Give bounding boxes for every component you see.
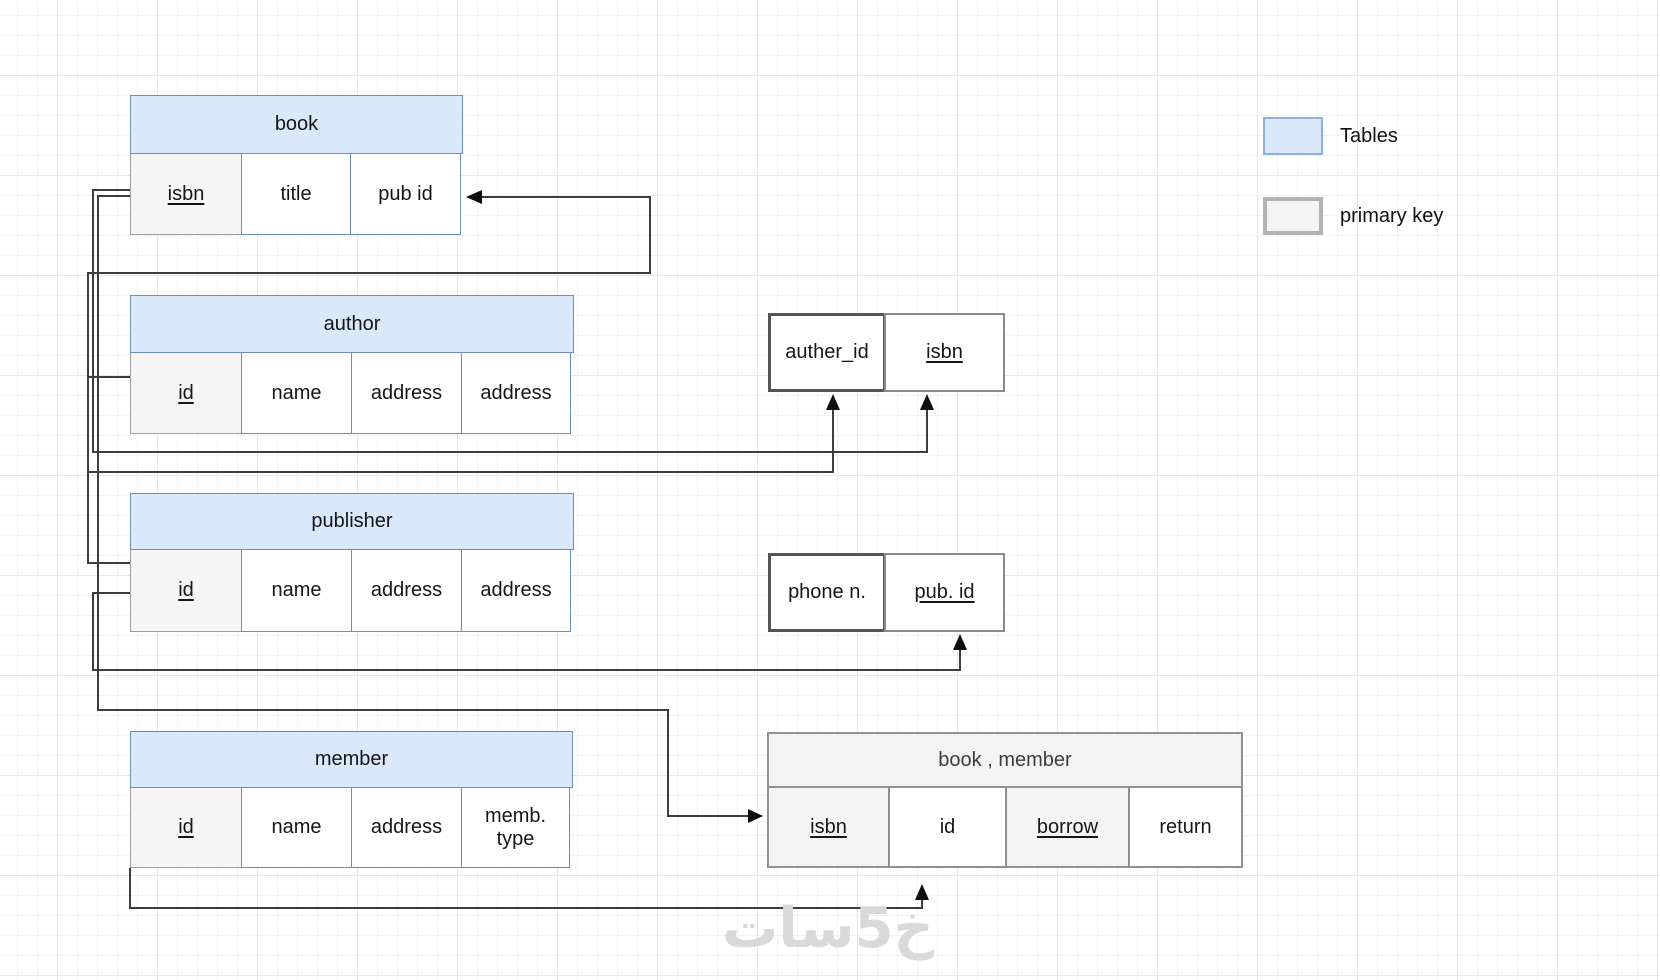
junction-field-phone-n[interactable]: phone n. (768, 553, 886, 632)
connector-author-id-to-junction-autherid-arrowhead (826, 394, 840, 410)
bookmember-field-return[interactable]: return (1130, 788, 1241, 866)
member-field-address[interactable]: address (351, 788, 462, 868)
member-field-name[interactable]: name (241, 788, 352, 868)
legend-primary-key-label: primary key (1340, 205, 1444, 227)
table-member-header[interactable]: member (130, 731, 573, 788)
table-book-header[interactable]: book (130, 95, 463, 154)
connector-member-id-to-bookmember-id[interactable] (129, 868, 923, 909)
junction-field-pub-id[interactable]: pub. id (884, 553, 1005, 632)
connector-publisher-id-to-junction-pubid[interactable] (92, 592, 961, 671)
author-field-address2[interactable]: address (461, 353, 571, 434)
khamsat-watermark: خ5سات (722, 896, 934, 961)
table-publisher-phone-junction[interactable]: phone n. pub. id (768, 553, 1005, 632)
table-author[interactable]: author id name address address (130, 295, 574, 434)
connector-book-isbn-to-bookmember-isbn-arrowhead (748, 809, 763, 823)
connector-publisher-to-book-pubid[interactable] (87, 196, 651, 564)
book-field-pubid[interactable]: pub id (350, 154, 461, 235)
bookmember-field-id[interactable]: id (890, 788, 1007, 866)
connector-member-id-to-bookmember-id-arrowhead (915, 884, 929, 900)
table-author-book-junction[interactable]: auther_id isbn (768, 313, 1005, 392)
member-field-id[interactable]: id (130, 788, 242, 868)
publisher-field-address1[interactable]: address (351, 550, 462, 632)
junction-field-auther-id[interactable]: auther_id (768, 313, 886, 392)
connector-book-isbn-to-junction-isbn-arrowhead (920, 394, 934, 410)
table-publisher-title: publisher (311, 510, 393, 532)
book-field-title[interactable]: title (241, 154, 351, 235)
publisher-field-name[interactable]: name (241, 550, 352, 632)
connector-book-isbn-to-bookmember-isbn[interactable] (97, 195, 748, 817)
table-book-title: book (274, 113, 319, 135)
connector-book-isbn-to-junction-isbn[interactable] (92, 189, 928, 453)
table-member-title: member (314, 748, 389, 770)
table-book[interactable]: book isbn title pub id (130, 95, 463, 235)
table-publisher-header[interactable]: publisher (130, 493, 574, 550)
legend-tables-label: Tables (1340, 125, 1398, 147)
table-book-member-title: book , member (938, 748, 1072, 771)
connector-publisher-to-book-pubid-arrowhead (466, 190, 482, 204)
table-member[interactable]: member id name address memb. type (130, 731, 573, 868)
publisher-field-id[interactable]: id (130, 550, 242, 632)
legend-primary-key-swatch[interactable] (1263, 197, 1323, 235)
bookmember-field-isbn[interactable]: isbn (769, 788, 890, 866)
bookmember-field-borrow[interactable]: borrow (1007, 788, 1130, 866)
member-field-membtype[interactable]: memb. type (461, 788, 570, 868)
table-author-header[interactable]: author (130, 295, 574, 353)
table-author-title: author (323, 312, 381, 335)
publisher-field-address2[interactable]: address (461, 550, 571, 632)
legend-tables-swatch[interactable] (1263, 117, 1323, 155)
author-field-name[interactable]: name (241, 353, 352, 434)
author-field-address1[interactable]: address (351, 353, 462, 434)
table-book-member-junction[interactable]: book , member isbn id borrow return (767, 732, 1243, 868)
book-field-isbn[interactable]: isbn (130, 154, 242, 235)
table-book-member-header[interactable]: book , member (769, 734, 1241, 788)
connector-publisher-id-to-junction-pubid-arrowhead (953, 634, 967, 650)
author-field-id[interactable]: id (130, 353, 242, 434)
connector-author-id-to-junction-autherid[interactable] (87, 376, 834, 473)
junction-field-isbn[interactable]: isbn (884, 313, 1005, 392)
table-publisher[interactable]: publisher id name address address (130, 493, 574, 632)
